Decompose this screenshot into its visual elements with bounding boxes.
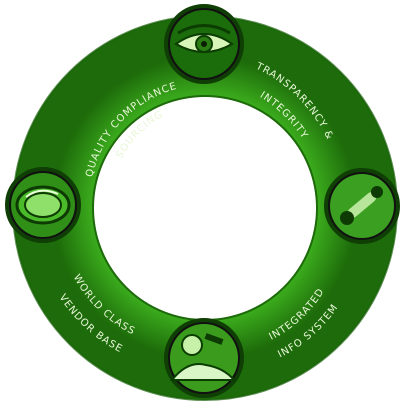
eye-icon <box>174 24 234 53</box>
lens-icon <box>15 185 71 225</box>
ring-inner-hole <box>92 95 318 321</box>
badge-right <box>324 168 400 244</box>
badge-left <box>5 167 81 243</box>
badge-bottom <box>164 318 244 398</box>
worker-icon <box>169 333 237 381</box>
tool-icon <box>340 186 383 225</box>
badge-top <box>164 4 244 84</box>
